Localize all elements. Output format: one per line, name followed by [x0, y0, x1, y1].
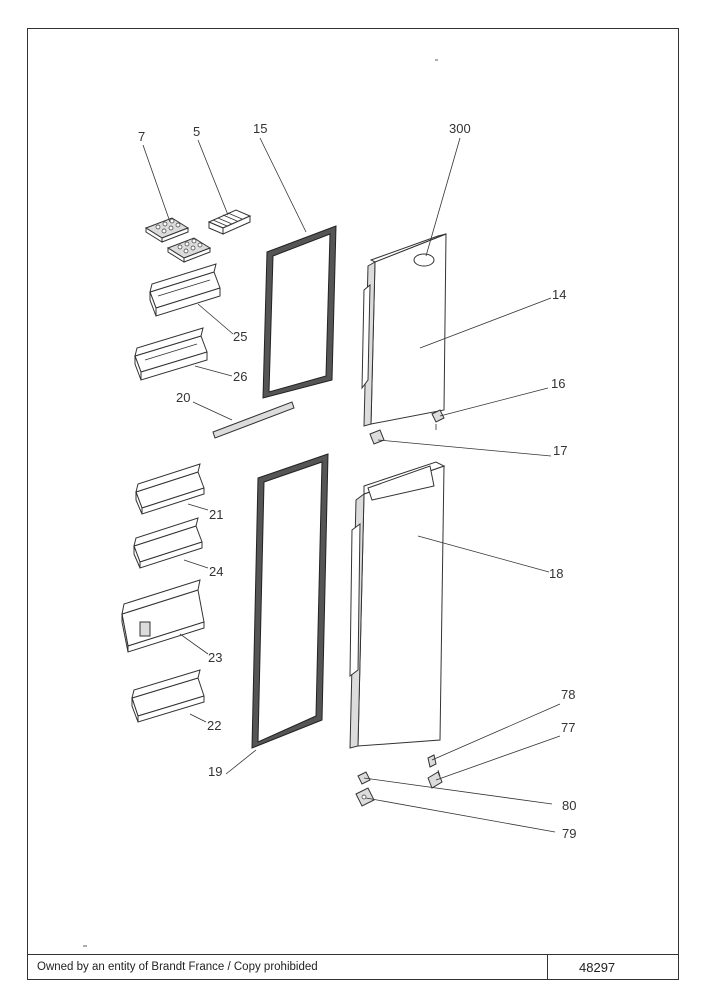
label-19: 19 [208, 764, 222, 779]
label-20: 20 [176, 390, 190, 405]
part-5-ice-tray [207, 209, 252, 235]
label-14: 14 [552, 287, 566, 302]
part-26-door-shelf [134, 327, 208, 381]
part-17-hinge [369, 429, 385, 445]
part-16-hinge [431, 409, 445, 430]
leader-23 [179, 633, 209, 655]
leader-22 [189, 713, 207, 723]
label-17: 17 [553, 443, 567, 458]
leader-24 [183, 559, 209, 569]
leader-18 [417, 535, 550, 573]
document-number: 48297 [579, 960, 616, 975]
label-77: 77 [561, 720, 575, 735]
label-22: 22 [207, 718, 221, 733]
label-26: 26 [233, 369, 247, 384]
part-14-upper-door [361, 233, 447, 427]
label-7: 7 [138, 129, 145, 144]
label-80: 80 [562, 798, 576, 813]
part-79-hinge-bracket [355, 787, 375, 807]
leader-25 [197, 303, 234, 335]
label-79: 79 [562, 826, 576, 841]
label-300: 300 [449, 121, 471, 136]
leader-15 [259, 137, 307, 233]
part-egg-tray-lower [166, 237, 212, 263]
title-block-divider [547, 955, 548, 980]
part-78-hinge-pin [427, 754, 437, 768]
part-21-door-shelf [135, 463, 205, 515]
leader-14 [419, 297, 552, 349]
part-25-door-shelf [149, 263, 221, 317]
label-16: 16 [551, 376, 565, 391]
leader-21 [187, 503, 209, 511]
label-15: 15 [253, 121, 267, 136]
leader-5 [197, 139, 229, 216]
leader-20 [192, 401, 233, 421]
leader-16 [439, 387, 549, 417]
label-5: 5 [193, 124, 200, 139]
ownership-note: Owned by an entity of Brandt France / Co… [37, 961, 318, 973]
part-20-trim-bar [212, 401, 295, 439]
leader-7 [142, 144, 171, 223]
part-15-upper-door-gasket [262, 225, 337, 399]
label-23: 23 [208, 650, 222, 665]
leader-300 [425, 137, 461, 257]
leader-77 [435, 735, 561, 781]
label-25: 25 [233, 329, 247, 344]
leader-80 [363, 777, 553, 805]
part-24-door-shelf [133, 517, 203, 569]
label-78: 78 [561, 687, 575, 702]
part-19-lower-door-gasket [251, 453, 329, 749]
part-23-large-door-shelf [121, 579, 205, 653]
label-24: 24 [209, 564, 223, 579]
leader-17 [377, 439, 552, 457]
part-egg-tray-upper [144, 217, 190, 243]
leader-26 [194, 365, 233, 377]
leader-78 [431, 703, 561, 761]
part-18-lower-door [349, 461, 446, 749]
label-21: 21 [209, 507, 223, 522]
part-22-door-shelf [131, 669, 205, 723]
drawing-frame [27, 28, 679, 980]
part-77-hinge [427, 769, 443, 789]
label-18: 18 [549, 566, 563, 581]
title-block: Owned by an entity of Brandt France / Co… [27, 954, 679, 980]
leader-79 [365, 797, 556, 833]
leader-19 [225, 749, 257, 775]
